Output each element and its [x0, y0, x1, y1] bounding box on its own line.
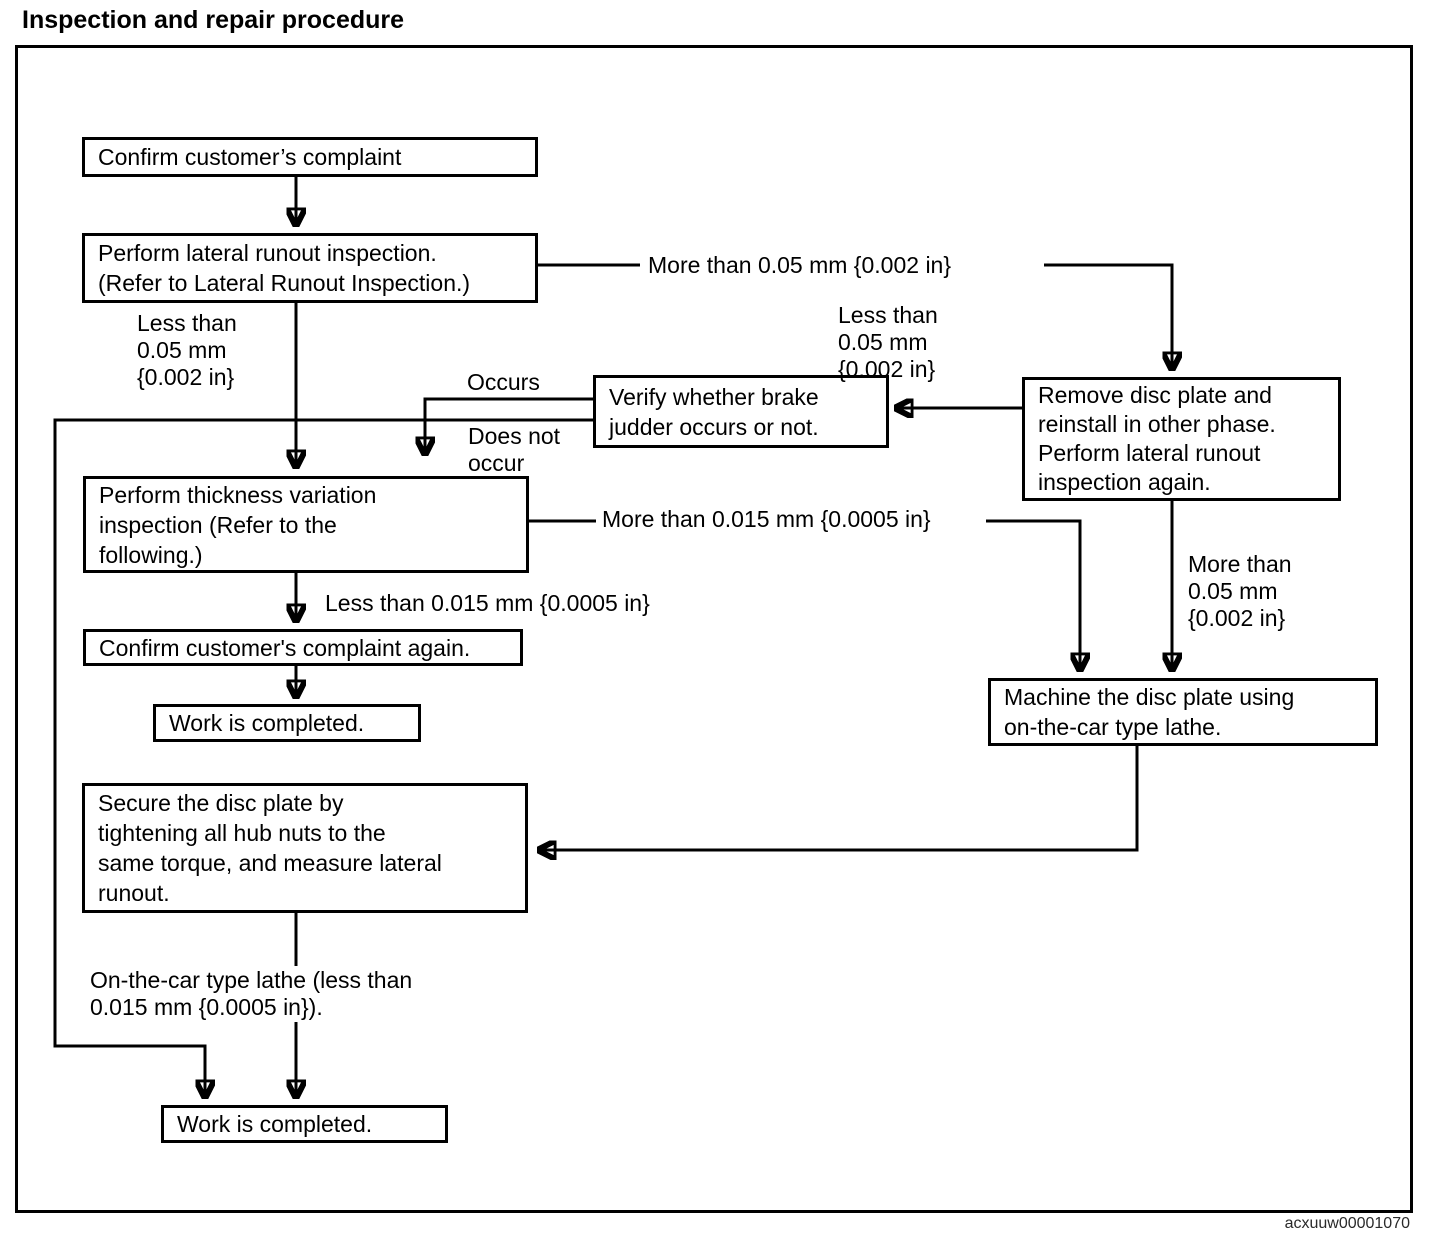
- label-more-than-005-right: More than 0.05 mm {0.002 in}: [1188, 551, 1292, 631]
- edge-thickness-to-machine-right-seg: [986, 519, 1080, 669]
- figure-code: acxuuw00001070: [1284, 1215, 1410, 1232]
- label-less-than-0015: Less than 0.015 mm {0.0005 in}: [325, 590, 650, 616]
- node-secure-disc-plate: Secure the disc plate by tightening all …: [82, 783, 528, 913]
- edge-verify-does-not-occur: [53, 418, 593, 1096]
- node-machine-disc-plate: Machine the disc plate using on-the-car …: [988, 678, 1378, 746]
- diagram-border: [15, 45, 1413, 1213]
- edge-machine-to-secure: [540, 746, 1139, 850]
- label-more-than-0015: More than 0.015 mm {0.0005 in}: [602, 506, 931, 532]
- node-verify-brake-judder: Verify whether brake judder occurs or no…: [593, 375, 889, 448]
- edge-lateral-to-remove-right-seg: [1044, 263, 1172, 368]
- node-lateral-runout-inspection: Perform lateral runout inspection. (Refe…: [82, 233, 538, 303]
- edge-verify-occurs: [425, 397, 593, 453]
- label-occurs: Occurs: [467, 369, 540, 395]
- node-confirm-complaint-again: Confirm customer's complaint again.: [83, 629, 523, 666]
- node-work-completed-end: Work is completed.: [161, 1105, 448, 1143]
- label-does-not-occur: Does not occur: [468, 423, 561, 476]
- label-more-than-005-top: More than 0.05 mm {0.002 in}: [648, 252, 952, 278]
- label-less-than-005-left: Less than 0.05 mm {0.002 in}: [137, 310, 237, 390]
- node-thickness-variation-inspection: Perform thickness variation inspection (…: [83, 476, 529, 573]
- label-less-than-005-right: Less than 0.05 mm {0.002 in}: [838, 302, 938, 382]
- node-confirm-complaint: Confirm customer’s complaint: [82, 137, 538, 177]
- node-work-completed-mid: Work is completed.: [153, 704, 421, 742]
- node-remove-disc-plate: Remove disc plate and reinstall in other…: [1022, 377, 1341, 501]
- page-title: Inspection and repair procedure: [22, 6, 405, 34]
- label-on-the-car-lathe: On-the-car type lathe (less than 0.015 m…: [90, 966, 417, 1022]
